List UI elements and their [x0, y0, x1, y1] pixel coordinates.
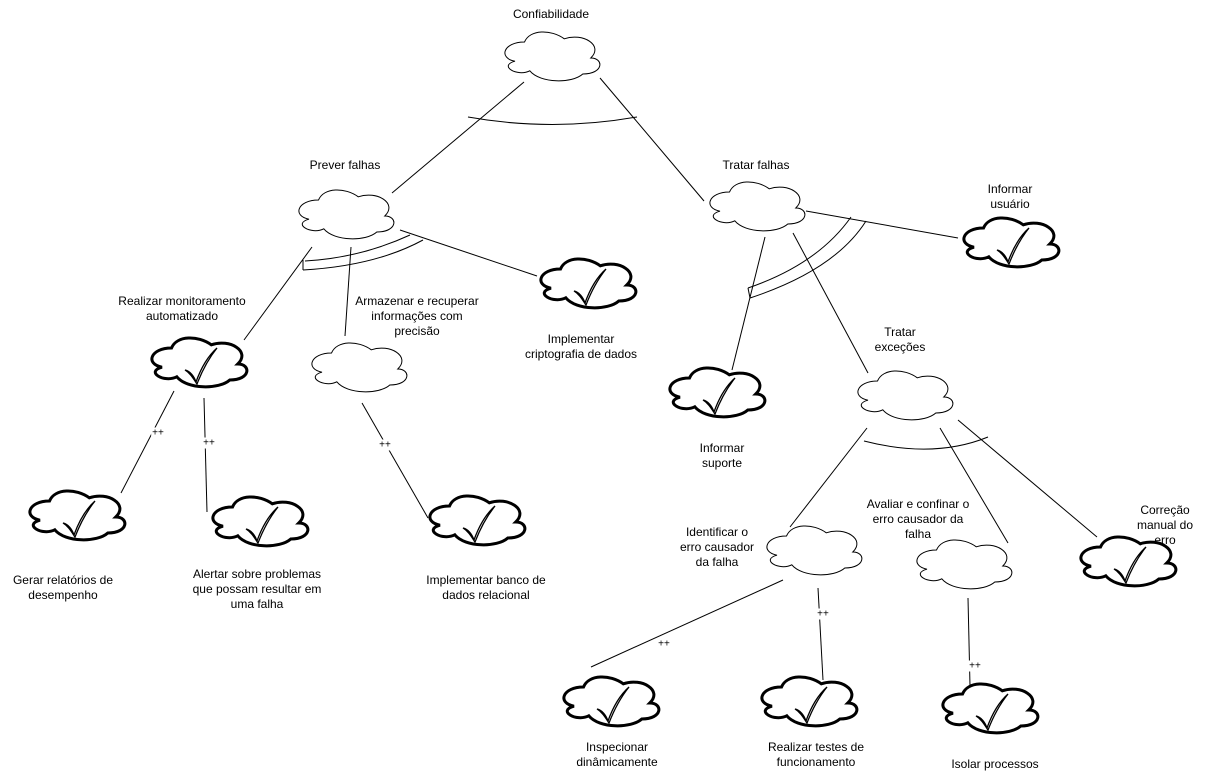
- decomposition-link-tratar-to-confiabilidade: [599, 77, 705, 202]
- checkmark-icon: [245, 506, 279, 545]
- contribution-link-inspecionar-to-identificar: [590, 579, 784, 668]
- goal-label-isolar: Isolar processos: [951, 757, 1039, 771]
- contribution-label-testes: ++: [816, 608, 830, 620]
- checkmark-icon: [996, 227, 1030, 266]
- checkmark-icon: [596, 686, 630, 725]
- satisfied-cloud-icon: [428, 494, 527, 547]
- and-arc-excecoes: [863, 436, 989, 450]
- checkmark-icon: [794, 686, 828, 725]
- contribution-label-inspecionar: ++: [657, 638, 671, 650]
- goal-label-tratar: Tratar falhas: [722, 158, 790, 172]
- satisfied-cloud-icon: [211, 495, 310, 548]
- contribution-label-banco: ++: [378, 439, 392, 451]
- checkmark-icon: [702, 377, 736, 416]
- decomposition-link-cripto-to-prever: [399, 229, 538, 277]
- contribution-link-banco-to-armazenar: [361, 402, 429, 519]
- goal-label-prever: Prever falhas: [309, 158, 381, 172]
- softgoal-node-armazenar[interactable]: [311, 342, 408, 393]
- goal-label-monitoramento: Realizar monitoramento automatizado: [118, 294, 246, 323]
- contribution-link-alertar-to-monitoramento: [203, 397, 208, 513]
- softgoal-node-avaliar[interactable]: [916, 539, 1013, 590]
- decomposition-link-monitoramento-to-prever: [243, 246, 313, 341]
- softgoal-node-isolar[interactable]: [941, 682, 1040, 735]
- satisfied-cloud-icon: [150, 336, 249, 389]
- softgoal-cloud-icon: [311, 342, 408, 393]
- softgoal-node-identificar[interactable]: [766, 525, 863, 576]
- satisfied-cloud-icon: [941, 682, 1040, 735]
- satisfied-cloud-icon: [962, 216, 1061, 269]
- checkmark-icon: [975, 693, 1009, 732]
- softgoal-node-banco[interactable]: [428, 494, 527, 547]
- softgoal-node-informar_suporte[interactable]: [668, 366, 767, 419]
- softgoal-node-cripto[interactable]: [539, 257, 638, 310]
- softgoal-cloud-icon: [766, 525, 863, 576]
- softgoal-node-correcao[interactable]: [1079, 535, 1178, 588]
- softgoal-node-prever[interactable]: [298, 189, 395, 240]
- satisfied-cloud-icon: [1079, 535, 1178, 588]
- decomposition-link-identificar-to-excecoes: [789, 427, 868, 528]
- softgoal-node-tratar[interactable]: [709, 181, 806, 232]
- softgoal-cloud-icon: [857, 370, 954, 421]
- checkmark-icon: [62, 500, 96, 539]
- goal-label-banco: Implementar banco de dados relacional: [426, 573, 546, 602]
- softgoal-node-confiabilidade[interactable]: [504, 31, 601, 82]
- and-decomposition-arcs: [302, 116, 989, 450]
- goal-label-informar_suporte: Informar suporte: [699, 441, 745, 470]
- softgoal-cloud-icon: [298, 189, 395, 240]
- decomposition-link-prever-to-confiabilidade: [391, 81, 525, 194]
- satisfied-cloud-icon: [760, 675, 859, 728]
- goal-label-alertar: Alertar sobre problemas que possam resul…: [192, 567, 322, 611]
- contribution-label-relatorios: ++: [151, 427, 165, 439]
- contribution-link-isolar-to-avaliar: [967, 597, 971, 687]
- softgoal-node-relatorios[interactable]: [28, 489, 127, 542]
- goal-label-informar_usuario: Informar usuário: [987, 182, 1033, 211]
- satisfied-cloud-icon: [562, 675, 661, 728]
- and-arc-prever-1: [304, 234, 411, 262]
- goal-label-correcao: Correção manual do erro: [1136, 503, 1194, 547]
- softgoal-cloud-icon: [709, 181, 806, 232]
- softgoal-cloud-icon: [504, 31, 601, 82]
- checkmark-icon: [1113, 546, 1147, 585]
- and-arc-prever-2: [302, 239, 424, 271]
- contribution-label-alertar: ++: [202, 437, 216, 449]
- goal-label-cripto: Implementar criptografia de dados: [524, 332, 638, 361]
- decomposition-link-informar_usuario-to-tratar: [805, 210, 959, 239]
- and-arc-confiabilidade: [467, 116, 638, 125]
- softgoal-node-testes[interactable]: [760, 675, 859, 728]
- and-arc-tratar-2: [749, 220, 867, 299]
- contribution-link-relatorios-to-monitoramento: [120, 390, 175, 494]
- softgoal-cloud-icon: [916, 539, 1013, 590]
- and-arc-tratar-1: [747, 216, 852, 289]
- softgoal-node-monitoramento[interactable]: [150, 336, 249, 389]
- goal-label-excecoes: Tratar exceções: [874, 325, 926, 354]
- goal-label-inspecionar: Inspecionar dinâmicamente: [576, 740, 658, 769]
- contribution-link-testes-to-identificar: [817, 587, 824, 681]
- goal-label-confiabilidade: Confiabilidade: [512, 7, 590, 21]
- nodes-layer: [28, 31, 1178, 735]
- decomposition-link-informar_suporte-to-tratar: [731, 236, 766, 371]
- softgoal-node-inspecionar[interactable]: [562, 675, 661, 728]
- softgoal-node-informar_usuario[interactable]: [962, 216, 1061, 269]
- checkmark-icon: [184, 347, 218, 386]
- satisfied-cloud-icon: [668, 366, 767, 419]
- satisfied-cloud-icon: [28, 489, 127, 542]
- decomposition-link-armazenar-to-prever: [344, 246, 352, 337]
- contribution-label-isolar: ++: [968, 660, 982, 672]
- decomposition-link-excecoes-to-tratar: [792, 232, 869, 374]
- checkmark-icon: [462, 505, 496, 544]
- goal-label-identificar: Identificar o erro causador da falha: [679, 525, 755, 569]
- satisfied-cloud-icon: [539, 257, 638, 310]
- softgoal-node-alertar[interactable]: [211, 495, 310, 548]
- goal-label-relatorios: Gerar relatórios de desempenho: [12, 573, 114, 602]
- softgoal-node-excecoes[interactable]: [857, 370, 954, 421]
- goal-label-armazenar: Armazenar e recuperar informações com pr…: [355, 294, 479, 338]
- checkmark-icon: [573, 268, 607, 307]
- goal-label-avaliar: Avaliar e confinar o erro causador da fa…: [866, 497, 970, 541]
- goal-label-testes: Realizar testes de funcionamento: [767, 740, 865, 769]
- decomposition-link-correcao-to-excecoes: [957, 419, 1098, 538]
- and-arc-tratar-join: [747, 287, 751, 299]
